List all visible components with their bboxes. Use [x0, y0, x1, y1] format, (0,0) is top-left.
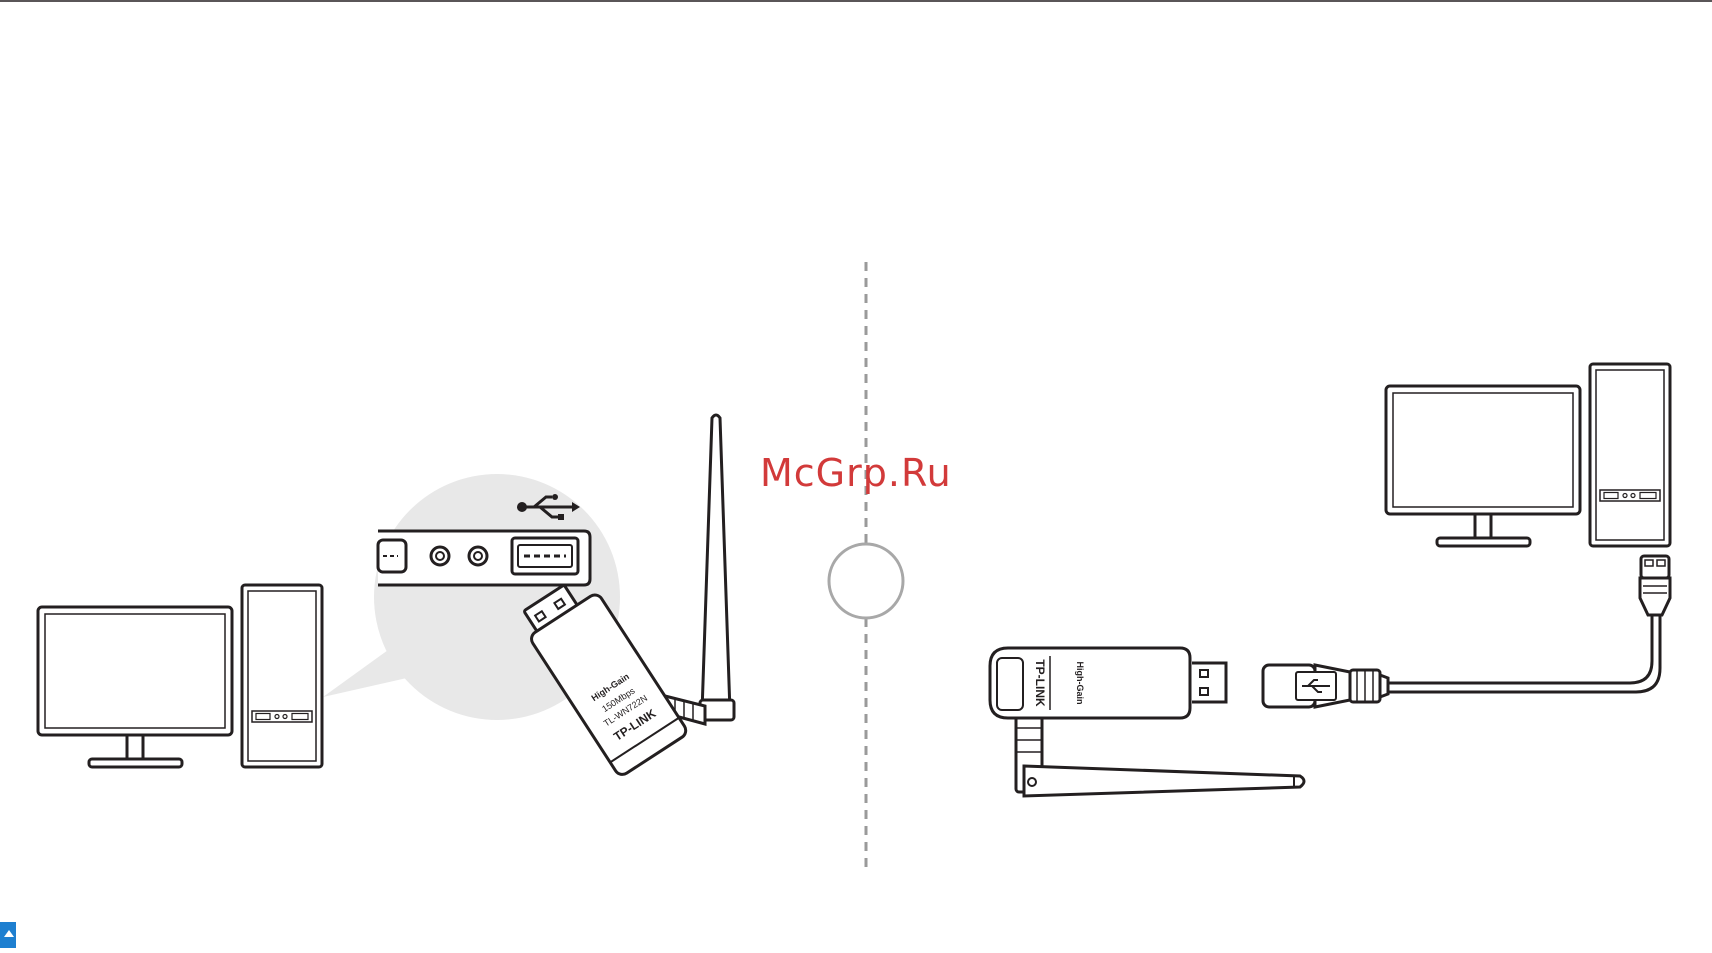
center-divider — [829, 262, 903, 868]
monitor-right — [1386, 386, 1580, 546]
watermark-text: McGrp.Ru — [760, 451, 952, 495]
tower-left — [242, 585, 322, 767]
antenna-right — [1016, 712, 1304, 796]
tower-right — [1590, 364, 1670, 546]
monitor-left — [38, 607, 232, 767]
usb-adapter-right: TP-LINK High-Gain — [990, 648, 1226, 718]
usb-port-panel — [378, 531, 590, 585]
left-panel: High-Gain 150Mbps TL-WN722N TP-LINK — [38, 415, 734, 777]
or-circle — [829, 544, 903, 618]
usb-port — [512, 538, 578, 574]
usb-cable-connector — [1263, 665, 1388, 707]
adapter-brand-label: TP-LINK — [1033, 659, 1047, 707]
right-panel: TP-LINK High-Gain — [990, 364, 1670, 796]
page-corner-tab[interactable] — [0, 922, 16, 948]
adapter-gain-label: High-Gain — [1075, 662, 1085, 705]
antenna-left — [665, 415, 734, 724]
usb-extension-cable — [1388, 556, 1670, 692]
